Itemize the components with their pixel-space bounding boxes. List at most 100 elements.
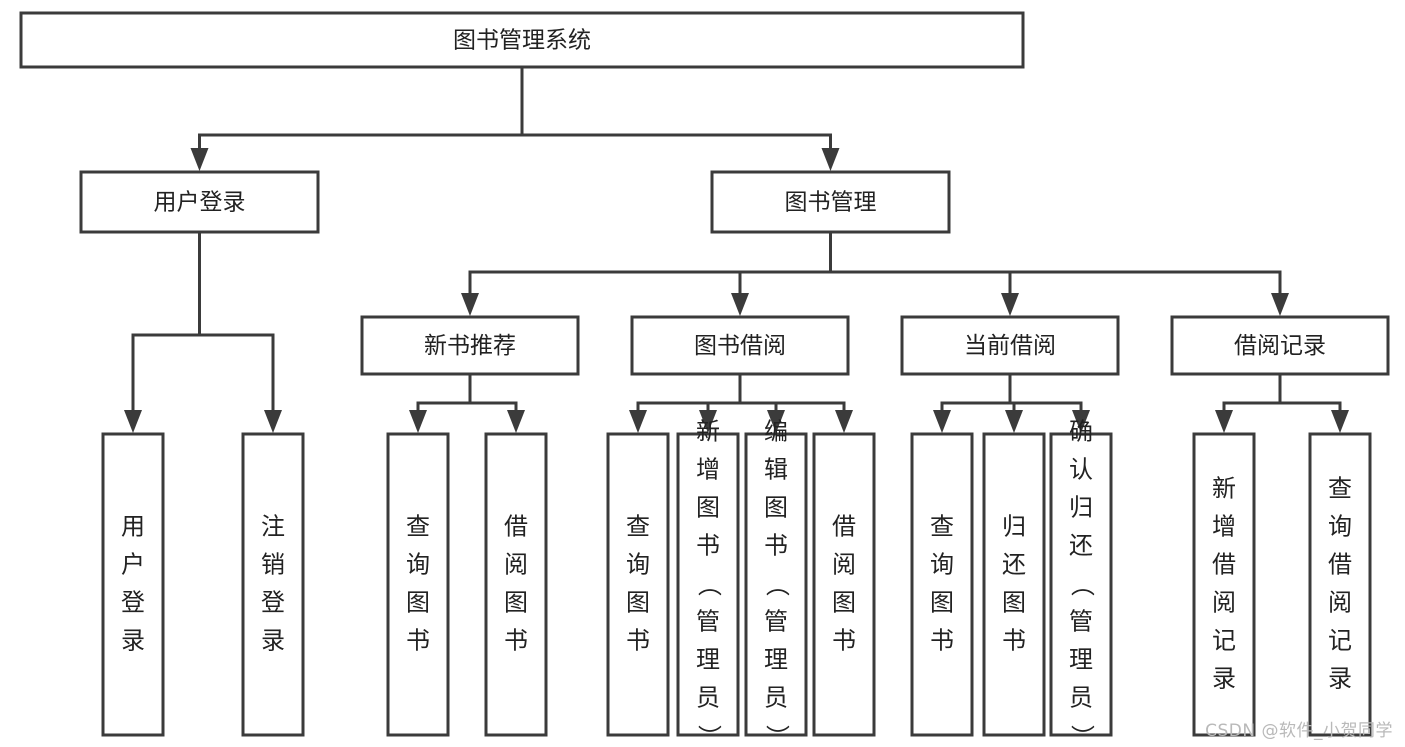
node-box[interactable] bbox=[900, 315, 1120, 376]
connector-e-borrow-record-leaf-query-record bbox=[1278, 374, 1349, 433]
connector-path bbox=[829, 232, 1282, 299]
node-box[interactable] bbox=[101, 432, 165, 737]
node-book-manage[interactable]: 图书管理 bbox=[710, 170, 951, 234]
connector-e-user-login-leaf-logout bbox=[198, 232, 282, 433]
svg-text:员: 员 bbox=[696, 684, 720, 712]
svg-text:记: 记 bbox=[1212, 627, 1236, 655]
arrow-head-icon bbox=[124, 410, 142, 433]
svg-text:查: 查 bbox=[626, 513, 650, 541]
node-user-login[interactable]: 用户登录 bbox=[79, 170, 320, 234]
svg-text:书: 书 bbox=[832, 627, 856, 655]
node-borrow-record[interactable]: 借阅记录 bbox=[1170, 315, 1390, 376]
svg-text:查: 查 bbox=[930, 513, 954, 541]
svg-text:借: 借 bbox=[1328, 551, 1352, 579]
arrow-head-icon bbox=[409, 410, 427, 433]
arrow-head-icon bbox=[264, 410, 282, 433]
node-box[interactable] bbox=[1049, 432, 1113, 737]
node-label: 图书管理 bbox=[785, 190, 877, 216]
node-box[interactable] bbox=[1192, 432, 1256, 737]
node-box[interactable] bbox=[676, 432, 740, 737]
svg-text:书: 书 bbox=[504, 627, 528, 655]
svg-text:记: 记 bbox=[1328, 627, 1352, 655]
arrow-head-icon bbox=[835, 410, 853, 433]
node-box[interactable] bbox=[386, 432, 450, 737]
svg-text:书: 书 bbox=[406, 627, 430, 655]
node-box[interactable] bbox=[1308, 432, 1372, 737]
node-box[interactable] bbox=[360, 315, 580, 376]
svg-text:书: 书 bbox=[626, 627, 650, 655]
arrow-head-icon bbox=[731, 293, 749, 316]
svg-text:询: 询 bbox=[406, 551, 430, 579]
svg-text:管: 管 bbox=[1069, 608, 1093, 636]
node-box[interactable] bbox=[1170, 315, 1390, 376]
svg-text:销: 销 bbox=[261, 551, 285, 579]
node-box[interactable] bbox=[241, 432, 305, 737]
arrow-head-icon bbox=[699, 410, 717, 433]
svg-text:图: 图 bbox=[832, 589, 856, 617]
node-box[interactable] bbox=[484, 432, 548, 737]
node-box[interactable] bbox=[744, 432, 808, 737]
node-current-borrow[interactable]: 当前借阅 bbox=[900, 315, 1120, 376]
svg-text:增: 增 bbox=[1212, 513, 1236, 541]
svg-text:图: 图 bbox=[626, 589, 650, 617]
node-box[interactable] bbox=[19, 11, 1025, 69]
arrow-head-icon bbox=[629, 410, 647, 433]
svg-text:认: 认 bbox=[1069, 456, 1093, 484]
svg-text:借: 借 bbox=[504, 513, 528, 541]
svg-text:阅: 阅 bbox=[1328, 589, 1352, 617]
node-root[interactable]: 图书管理系统 bbox=[19, 11, 1025, 69]
svg-text:理: 理 bbox=[696, 646, 720, 674]
connector-path bbox=[706, 374, 742, 416]
node-box[interactable] bbox=[910, 432, 974, 737]
svg-text:新: 新 bbox=[1212, 475, 1236, 503]
connector-path bbox=[416, 374, 472, 416]
svg-text:阅: 阅 bbox=[504, 551, 528, 579]
svg-text:（: （ bbox=[1068, 573, 1096, 597]
svg-text:录: 录 bbox=[261, 627, 285, 655]
node-box[interactable] bbox=[710, 170, 951, 234]
svg-text:户: 户 bbox=[121, 551, 145, 579]
svg-text:（: （ bbox=[695, 573, 723, 597]
node-new-book-recommend[interactable]: 新书推荐 bbox=[360, 315, 580, 376]
connector-path bbox=[829, 232, 1012, 299]
connector-e-book-borrow-leaf-borrow-book-2 bbox=[738, 374, 853, 433]
arrow-head-icon bbox=[1001, 293, 1019, 316]
connector-path bbox=[198, 67, 524, 154]
svg-text:理: 理 bbox=[764, 646, 788, 674]
svg-text:登: 登 bbox=[121, 589, 145, 617]
svg-text:管: 管 bbox=[764, 608, 788, 636]
svg-text:确: 确 bbox=[1069, 418, 1093, 446]
node-box[interactable] bbox=[812, 432, 876, 737]
svg-text:）: ） bbox=[1068, 725, 1096, 747]
node-box[interactable] bbox=[606, 432, 670, 737]
node-box[interactable] bbox=[79, 170, 320, 234]
svg-text:理: 理 bbox=[1069, 646, 1093, 674]
svg-text:借: 借 bbox=[832, 513, 856, 541]
arrow-head-icon bbox=[1005, 410, 1023, 433]
node-book-borrow[interactable]: 图书借阅 bbox=[630, 315, 850, 376]
svg-text:书: 书 bbox=[1002, 627, 1026, 655]
svg-text:图: 图 bbox=[504, 589, 528, 617]
node-box[interactable] bbox=[982, 432, 1046, 737]
node-box[interactable] bbox=[630, 315, 850, 376]
svg-text:图: 图 bbox=[764, 494, 788, 522]
node-leaf-user-login[interactable]: 用户登录 bbox=[101, 432, 165, 737]
